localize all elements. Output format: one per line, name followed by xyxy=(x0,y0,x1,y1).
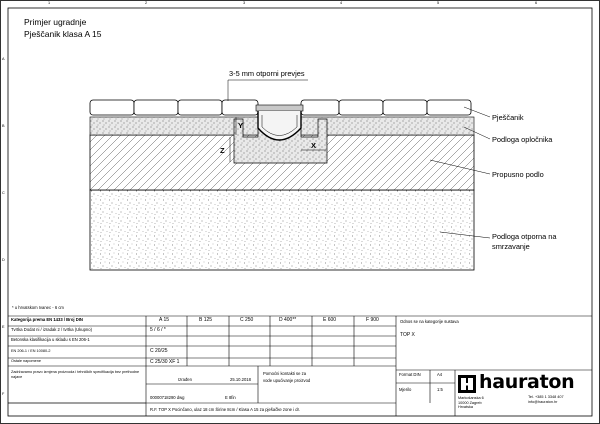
frame-row-d: D xyxy=(2,258,5,262)
frame-col-1: 1 xyxy=(48,1,51,5)
page-title-line1: Primjer ugradnje xyxy=(24,17,87,27)
frame-row-c: C xyxy=(2,191,5,195)
class-e600: E 600 xyxy=(323,317,337,323)
dim-y: Y xyxy=(238,121,244,130)
drawn-date: 25.10.2018 xyxy=(230,377,251,382)
class-d400: D 400** xyxy=(279,317,297,323)
drawn-label: Izrađen xyxy=(178,377,192,382)
drawing-version: E 8fin xyxy=(225,395,236,400)
label-paving-bed: Podloga opločnika xyxy=(492,135,553,144)
frame-row-b: B xyxy=(2,124,5,128)
dimension-lines xyxy=(227,79,326,162)
callout-leaders xyxy=(429,106,491,239)
frame-col-2: 2 xyxy=(145,1,148,5)
class-b125: B 125 xyxy=(199,317,213,323)
label-permeable-base: Propusno podlo xyxy=(492,170,544,179)
title-block-lines xyxy=(8,315,592,416)
callout-overhang: 3-5 mm otporni prevjes xyxy=(229,69,305,78)
frame-col-5: 5 xyxy=(437,1,440,5)
dim-z: Z xyxy=(220,146,225,155)
paving-stones xyxy=(89,99,472,116)
company-address: Markošanska 6 10000 Zagreb Hrvatska xyxy=(458,396,484,410)
class-a15: A 15 xyxy=(159,317,170,323)
table-row-other: Ostale napomene xyxy=(11,359,41,363)
company-phone: Tel. +385 1 3348 407 xyxy=(528,395,564,399)
format-label: Format DIN xyxy=(399,372,421,377)
table-row2-value: 5 / 6 / * xyxy=(150,327,166,333)
channel-drain xyxy=(255,104,304,141)
table-row5-value: C 25/30 XF 1 xyxy=(150,359,180,365)
footer-note-2: vode upućivanje proizvod xyxy=(263,378,311,383)
dim-x: X xyxy=(311,141,317,150)
system-product: TOP X xyxy=(400,332,415,338)
label-sand-trap: Pješčanik xyxy=(492,113,524,122)
system-title: Odnos se na kategorije sustava xyxy=(400,319,459,324)
drawing-note: * u hrvatskom Ivanec - 6 cm xyxy=(12,305,64,310)
frame-row-e: E xyxy=(2,325,5,329)
footer-note-1: Pomoćni kontakti se za xyxy=(263,371,307,376)
scale-value: 1:5 xyxy=(437,387,443,392)
label-frost-layer-1: Podloga otporna na xyxy=(492,232,557,241)
frame-col-3: 3 xyxy=(243,1,246,5)
class-c250: C 250 xyxy=(240,317,254,323)
table-row-company: Tvrtka Dodat ni / izradak 2 / tvrtka (Uk… xyxy=(11,327,92,332)
company-email: info@hauraton.hr xyxy=(528,400,558,404)
drawing-number: 00000718290 dwg xyxy=(150,395,185,400)
scale-label: Mjerilo xyxy=(399,387,412,392)
table-row4-value: C 20/25 xyxy=(150,348,168,354)
layer-frost-resistant xyxy=(89,189,475,271)
frame-col-4: 4 xyxy=(340,1,343,5)
bottom-note: R.F. TOP X Pocinčano, ulaz 18 cm Širine … xyxy=(150,407,300,412)
page-title-line2: Pješčanik klasa A 15 xyxy=(24,29,102,39)
table-row-category: Kategorija prema EN 1433 / Broj DIN xyxy=(11,317,83,322)
table-row-concrete: Betonska klasifikacija u skladu s EN 206… xyxy=(11,337,90,342)
format-value: A4 xyxy=(437,372,443,377)
class-f900: F 900 xyxy=(366,317,379,323)
frame-row-a: A xyxy=(2,57,5,61)
table-row-standard: EN 206-1 / EN 10080-2 xyxy=(11,349,51,353)
hauraton-logo-text: hauraton xyxy=(479,371,575,393)
label-frost-layer-2: smrzavanje xyxy=(492,242,530,251)
fine-print: Zadržavamo pravo izmjena proizvoda i teh… xyxy=(11,370,140,379)
hauraton-emblem-icon xyxy=(458,375,476,393)
frame-col-6: 6 xyxy=(535,1,538,5)
frame-row-f: F xyxy=(2,392,5,396)
